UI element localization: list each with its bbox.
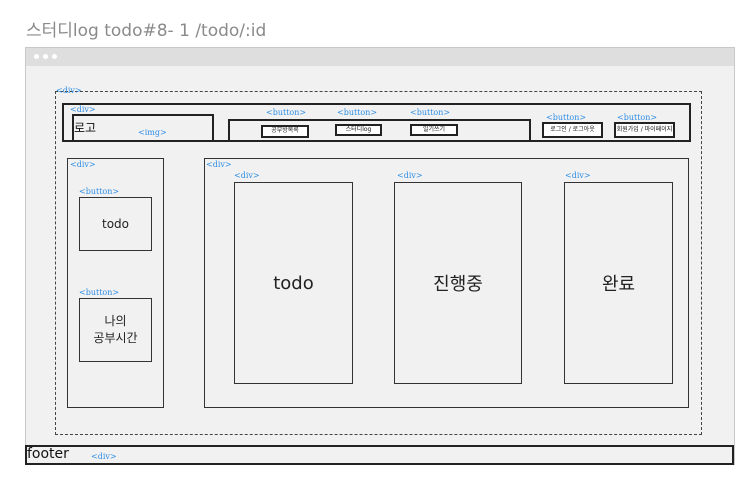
logo-label: 로고 <box>74 121 97 135</box>
window-dot-icon <box>52 54 57 59</box>
my-study-time-button[interactable]: 나의 공부시간 <box>79 298 152 362</box>
sidebar-todo-button[interactable]: todo <box>79 197 152 251</box>
write-diary-button[interactable]: 일기쓰기 <box>410 124 458 136</box>
nav-div <box>228 119 531 142</box>
sidebar-div <box>67 158 164 408</box>
auth-button-tag: <button> <box>617 113 658 122</box>
footer-div: footer <div> <box>25 445 734 465</box>
sidebar-button-tag: <button> <box>79 187 120 196</box>
window-title-bar <box>26 48 734 66</box>
study-log-button[interactable]: 스터디log <box>335 124 382 136</box>
board-div-tag: <div> <box>206 160 232 169</box>
sidebar-todo-label: todo <box>101 217 129 231</box>
study-room-list-button[interactable]: 공부방목록 <box>261 125 309 138</box>
nav-button-tag: <button> <box>337 108 378 117</box>
header-div-tag: <div> <box>70 105 96 114</box>
footer-label: footer <box>27 446 69 462</box>
signup-mypage-button[interactable]: 회원가입 / 마이페이지 <box>614 122 675 138</box>
logo-box[interactable]: 로고 <box>72 114 214 142</box>
sidebar-div-tag: <div> <box>70 160 96 169</box>
column-div-tag: <div> <box>565 171 591 180</box>
browser-window: <div> <div> 로고 <img> <button> <button> <… <box>25 47 735 465</box>
footer-div-tag: <div> <box>91 452 117 461</box>
done-column-title: 완료 <box>601 274 636 295</box>
column-div-tag: <div> <box>397 171 423 180</box>
todo-column: todo <box>234 182 353 384</box>
in-progress-column-title: 진행중 <box>433 274 483 295</box>
auth-button-tag: <button> <box>546 113 587 122</box>
column-div-tag: <div> <box>234 171 260 180</box>
logo-img-tag: <img> <box>138 128 167 137</box>
in-progress-column: 진행중 <box>394 182 522 384</box>
board-div <box>204 158 689 408</box>
wrapper-div <box>55 91 702 435</box>
done-column: 완료 <box>564 182 673 384</box>
study-time-label-line1: 나의 <box>104 314 127 328</box>
sidebar-button-tag: <button> <box>79 288 120 297</box>
window-dot-icon <box>34 54 39 59</box>
wrapper-div-tag: <div> <box>56 86 82 95</box>
window-dot-icon <box>43 54 48 59</box>
nav-button-tag: <button> <box>410 108 451 117</box>
study-time-label-line2: 공부시간 <box>93 331 138 345</box>
nav-button-tag: <button> <box>266 108 307 117</box>
login-logout-button[interactable]: 로그인 / 로그아웃 <box>542 122 603 138</box>
todo-column-title: todo <box>273 272 314 294</box>
page-title: 스터디log todo#8- 1 /todo/:id <box>26 21 267 41</box>
